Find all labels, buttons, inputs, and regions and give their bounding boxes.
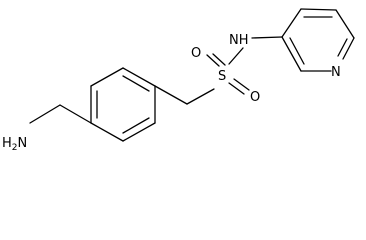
bond (90, 67, 124, 87)
double-bond-inner (122, 117, 150, 134)
bond (281, 36, 302, 72)
bond-ch2-to-n (29, 104, 61, 124)
bond-ring-to-ch2 (154, 85, 188, 105)
bond (122, 67, 156, 87)
oxygen-top-label: O (191, 46, 201, 61)
double-bond-inner (337, 38, 348, 57)
bond (335, 9, 355, 39)
methylene-sulfonyl-link (154, 85, 215, 105)
double-bond-s-o (233, 78, 250, 91)
bond (281, 8, 302, 38)
sulfur-label: S (218, 69, 226, 84)
bond-s-to-nh (228, 47, 244, 65)
bond (90, 122, 124, 142)
aminomethyl-group: H2N (2, 104, 92, 153)
double-bond-s-o (212, 53, 226, 66)
bond-ring-to-ch2 (59, 104, 92, 124)
bond (122, 122, 156, 142)
bond (342, 37, 355, 60)
double-bond-s-o (206, 54, 220, 67)
nh-label: NH (229, 33, 249, 48)
double-bond-inner (289, 37, 305, 65)
bond-nh-to-ring (251, 36, 283, 39)
sulfonyl-group: S O O (191, 46, 260, 105)
pyridine-n-label: N (331, 65, 341, 80)
double-bond-s-o (228, 82, 245, 95)
bond-ch2-to-s (186, 88, 215, 105)
bond (300, 8, 337, 11)
structure-canvas: H2N S O O NH N (2, 8, 355, 153)
benzene-ring (90, 67, 156, 142)
oxygen-bottom-label: O (250, 90, 260, 105)
pyridine-ring: N (281, 8, 355, 80)
double-bond-inner (122, 75, 150, 92)
molecule-diagram: H2N S O O NH N (2, 8, 355, 153)
amine-label: H2N (2, 136, 27, 153)
